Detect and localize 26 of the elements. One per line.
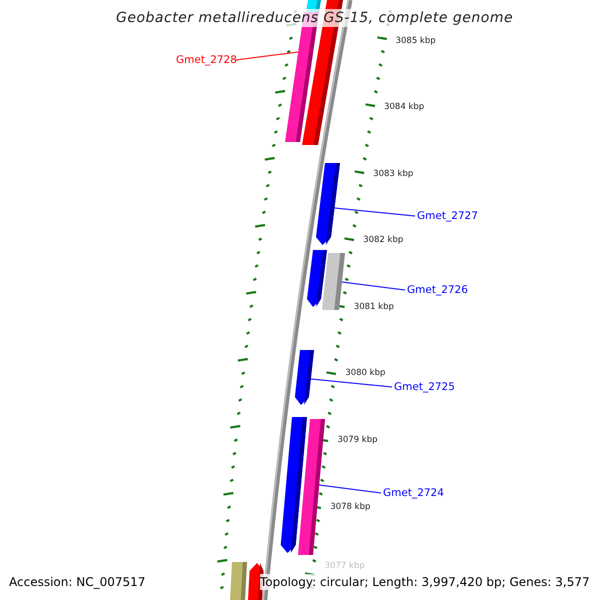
gene-feature-bar (322, 253, 345, 310)
leader-line (236, 52, 299, 60)
gene-label: Gmet_2725 (394, 380, 455, 394)
gene-label: Gmet_2724 (383, 486, 444, 500)
gene-label: Gmet_2728 (176, 53, 237, 67)
scale-label: 3081 kbp (354, 302, 394, 313)
scale-label: 3083 kbp (373, 169, 414, 180)
gene-feature-bar (230, 562, 247, 600)
scale-label: 3082 kbp (363, 235, 404, 246)
gene-feature-pentagon (294, 350, 314, 405)
scale-label: 3084 kbp (384, 102, 424, 113)
scale-label: 3077 kbp (324, 561, 365, 572)
gene-feature-pentagon (316, 163, 340, 245)
scale-label: 3085 kbp (396, 36, 436, 47)
gene-label: Gmet_2726 (407, 283, 468, 297)
leader-line (310, 378, 392, 388)
scale-label: 3080 kbp (345, 368, 386, 379)
topology-text: Topology: circular; Length: 3,997,420 bp; Genes: 3,577 (260, 574, 590, 590)
gene-label: Gmet_2727 (417, 209, 478, 223)
gene-feature-bar (298, 419, 325, 555)
leader-line (334, 208, 416, 216)
leader-line (341, 282, 406, 290)
accession-text: Accession: NC_007517 (9, 574, 146, 590)
scale-label: 3079 kbp (337, 435, 378, 446)
scale-label: 3078 kbp (330, 502, 370, 513)
leader-line (318, 484, 382, 494)
